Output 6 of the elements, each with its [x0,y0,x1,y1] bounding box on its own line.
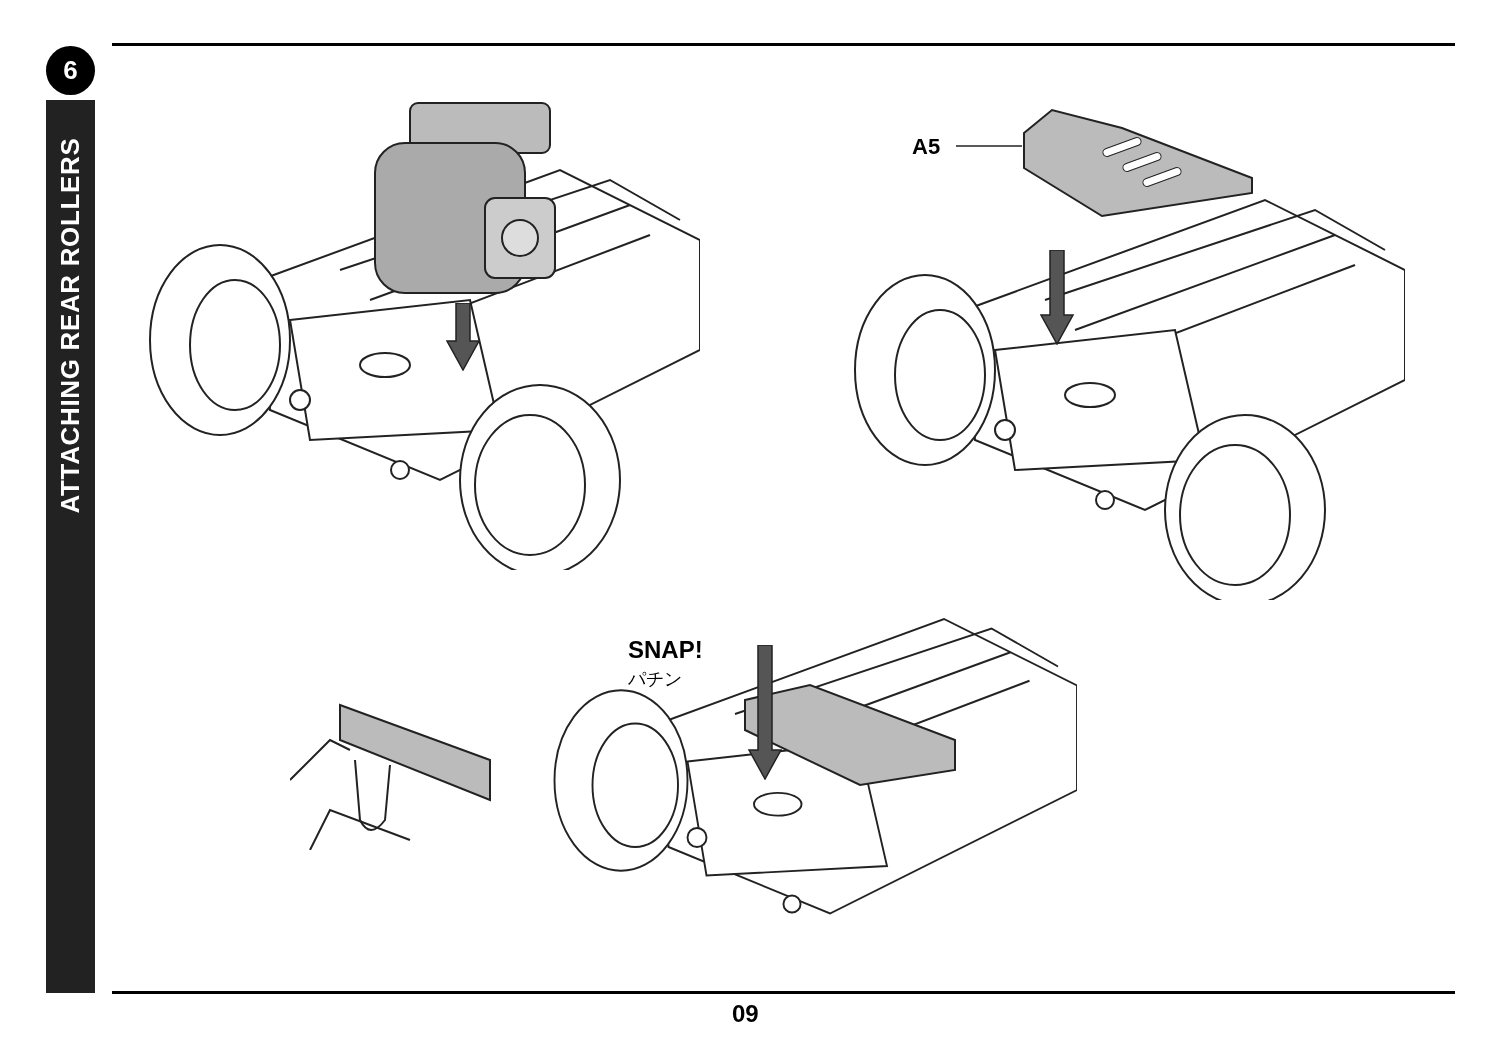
title: ATTACHING REAR ROLLERS [54,137,86,513]
leader-line [955,145,1023,147]
part-label: A5 [912,130,941,163]
sound-effect-text: SNAP! [628,635,703,665]
sound-effect-text: パチン [628,668,682,691]
page-number: 09 [732,999,759,1029]
